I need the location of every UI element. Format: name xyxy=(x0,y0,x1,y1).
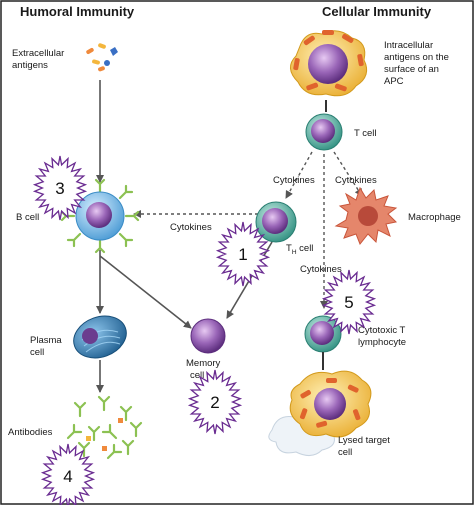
badge-3-number: 3 xyxy=(55,179,64,198)
label-memory-line2: cell xyxy=(190,370,204,381)
arrow-bcell-to-memory xyxy=(99,255,192,329)
t-cell xyxy=(305,113,343,151)
label-cytokines-mid: Cytokines xyxy=(273,175,315,186)
th-cell xyxy=(255,201,297,243)
label-t-cell: T cell xyxy=(354,128,377,139)
apc-cell xyxy=(290,30,368,112)
macrophage-cell xyxy=(334,186,398,245)
label-intracellular-line3: surface of an xyxy=(384,64,439,75)
label-th-cell: TH cell xyxy=(286,243,313,256)
label-plasma-line1: Plasma xyxy=(30,335,62,346)
badge-1-number: 1 xyxy=(238,245,247,264)
antibody-antigen-dots xyxy=(86,418,123,451)
label-lysed-line2: cell xyxy=(338,447,352,458)
memory-cell xyxy=(190,318,226,354)
antibodies-icon xyxy=(66,395,143,460)
badge-1: 1 xyxy=(215,221,271,287)
label-cytotoxic-line1: Cytotoxic T xyxy=(358,325,406,336)
label-plasma-line2: cell xyxy=(30,347,44,358)
label-intracellular-line1: Intracellular xyxy=(384,40,433,51)
label-cytokines-left: Cytokines xyxy=(170,222,212,233)
cellular-heading: Cellular Immunity xyxy=(322,4,432,19)
badge-2: 2 xyxy=(187,369,243,435)
extracellular-antigens-icon xyxy=(86,43,118,72)
badge-4: 4 xyxy=(40,443,96,505)
badge-5: 5 xyxy=(321,269,377,335)
b-cell xyxy=(60,178,140,254)
plasma-cell xyxy=(73,315,127,359)
badge-3: 3 xyxy=(32,155,88,221)
label-extracellular-line2: antigens xyxy=(12,60,48,71)
humoral-heading: Humoral Immunity xyxy=(20,4,135,19)
arrow-tcell-to-macrophage xyxy=(333,151,363,197)
label-cytokines-right: Cytokines xyxy=(335,175,377,186)
lysed-target-cell xyxy=(268,370,372,456)
badge-4-number: 4 xyxy=(63,467,72,486)
label-intracellular-line2: antigens on the xyxy=(384,52,449,63)
arrow-tcell-to-th xyxy=(285,151,313,199)
label-antibodies: Antibodies xyxy=(8,427,53,438)
label-cytotoxic-line2: lymphocyte xyxy=(358,337,406,348)
cytotoxic-t-cell xyxy=(304,315,342,370)
label-extracellular-line1: Extracellular xyxy=(12,48,64,59)
badge-5-number: 5 xyxy=(344,293,353,312)
label-memory-line1: Memory xyxy=(186,358,221,369)
label-cytokines-lower: Cytokines xyxy=(300,264,342,275)
label-intracellular-line4: APC xyxy=(384,76,404,87)
label-macrophage: Macrophage xyxy=(408,212,461,223)
badge-2-number: 2 xyxy=(210,393,219,412)
label-b-cell: B cell xyxy=(16,212,39,223)
label-lysed-line1: Lysed target xyxy=(338,435,390,446)
